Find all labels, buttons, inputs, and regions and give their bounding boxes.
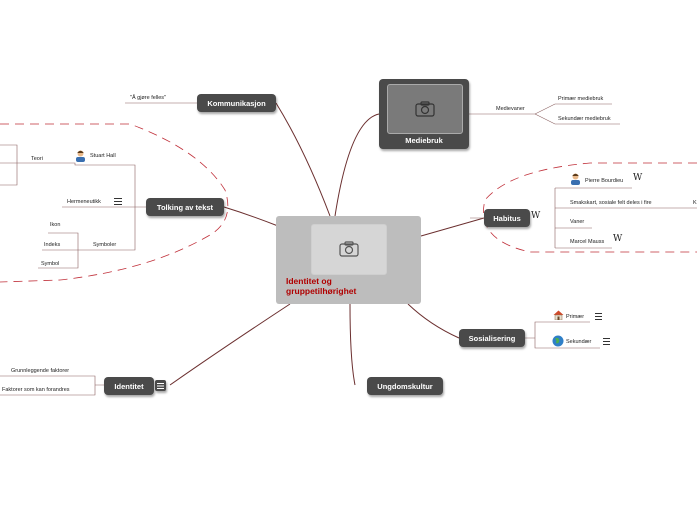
leaf-symbol[interactable]: Symbol: [41, 261, 60, 267]
leaf-faktorer-som-kan-forandres[interactable]: Faktorer som kan forandres: [2, 387, 70, 393]
mediebruk-image: [387, 84, 463, 134]
leaf-primaer-mediebruk[interactable]: Primær mediebruk: [558, 96, 604, 102]
leaf-hermeneutikk[interactable]: Hermeneutikk: [67, 199, 101, 205]
leaf-primaer[interactable]: Primær: [566, 314, 585, 320]
notes-icon: [603, 338, 610, 345]
camera-icon: [415, 101, 435, 117]
person-icon: [76, 150, 85, 162]
node-kommunikasjon[interactable]: Kommunikasjon: [197, 94, 276, 112]
leaf-ikon[interactable]: Ikon: [50, 222, 61, 228]
central-image: [311, 224, 387, 275]
leaf-sekundaer[interactable]: Sekundær: [566, 339, 592, 345]
node-habitus[interactable]: Habitus: [484, 209, 530, 227]
notes-icon: [114, 198, 122, 205]
globe-icon: [552, 335, 564, 347]
notes-icon[interactable]: [155, 380, 166, 391]
leaf-smakskart[interactable]: Smakskart, sosiale felt deles i fire: [570, 200, 652, 206]
node-ungdomskultur[interactable]: Ungdomskultur: [367, 377, 443, 395]
leaf-teori[interactable]: Teori: [31, 156, 43, 162]
leaf-indeks[interactable]: Indeks: [44, 242, 61, 248]
leaf-pierre-bourdieu[interactable]: Pierre Bourdieu: [585, 178, 624, 184]
central-title-line1: Identitet og: [286, 276, 332, 286]
camera-icon: [339, 241, 359, 257]
person-icon: [571, 173, 580, 185]
node-tolking-av-tekst[interactable]: Tolking av tekst: [146, 198, 224, 216]
notes-icon: [595, 313, 602, 320]
leaf-marcel-mauss[interactable]: Marcel Mauss: [570, 239, 605, 245]
central-title: Identitet og gruppetilhørighet: [286, 276, 356, 296]
central-title-line2: gruppetilhørighet: [286, 286, 357, 296]
wikipedia-icon[interactable]: W: [531, 211, 541, 221]
house-icon: [553, 310, 564, 320]
node-sosialisering[interactable]: Sosialisering: [459, 329, 525, 347]
node-identitet[interactable]: Identitet: [104, 377, 154, 395]
leaf-vaner[interactable]: Vaner: [570, 219, 585, 225]
leaf-cut-off-k[interactable]: K: [693, 200, 697, 206]
leaf-medievaner[interactable]: Medievaner: [496, 106, 525, 112]
wikipedia-icon[interactable]: W: [633, 173, 643, 183]
wikipedia-icon[interactable]: W: [613, 234, 623, 244]
leaf-a-gjore-felles[interactable]: "Å gjøre felles": [130, 95, 166, 101]
node-mediebruk[interactable]: Mediebruk: [379, 79, 469, 149]
leaf-symboler[interactable]: Symboler: [93, 242, 117, 248]
leaf-grunnleggende-faktorer[interactable]: Grunnleggende faktorer: [11, 368, 70, 374]
central-topic[interactable]: Identitet og gruppetilhørighet: [276, 216, 421, 304]
leaf-sekundaer-mediebruk[interactable]: Sekundær mediebruk: [558, 116, 611, 122]
leaf-stuart-hall[interactable]: Stuart Hall: [90, 153, 116, 159]
mediebruk-label: Mediebruk: [405, 136, 443, 145]
